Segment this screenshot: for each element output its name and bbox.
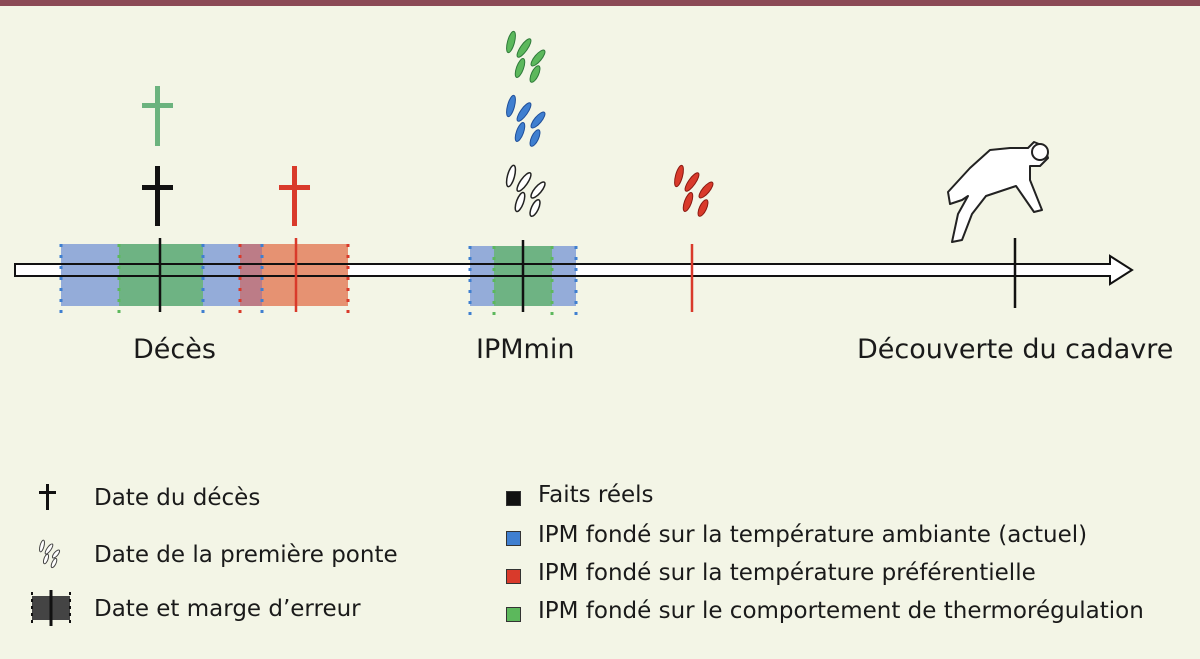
legend-ipm-preferentielle: IPM fondé sur la température préférentie… — [538, 560, 1036, 586]
black-cross-icon — [142, 166, 173, 226]
label-decouverte: Découverte du cadavre — [857, 334, 1174, 365]
body-outline-icon — [947, 141, 1049, 243]
legend-faits-reels: Faits réels — [538, 482, 654, 508]
legend-eggs-icon — [39, 539, 61, 569]
legend-swatch-red — [506, 569, 521, 584]
label-ipmmin: IPMmin — [476, 334, 575, 365]
legend-ipm-ambiante: IPM fondé sur la température ambiante (a… — [538, 522, 1088, 548]
legend-marge-erreur: Date et marge d’erreur — [94, 596, 361, 622]
label-deces: Décès — [133, 334, 216, 365]
legend-swatch-green — [506, 607, 521, 622]
legend-ipm-thermoregulation: IPM fondé sur le comportement de thermor… — [538, 598, 1144, 624]
legend-date-deces: Date du décès — [94, 485, 261, 511]
outline-eggs-icon — [505, 164, 546, 218]
red-cross-icon — [279, 166, 310, 226]
green-eggs-icon — [506, 30, 546, 83]
red-eggs-icon — [674, 164, 714, 217]
legend-cross-icon — [39, 484, 56, 510]
legend-error-bar-icon — [31, 590, 71, 626]
legend-swatch-blue — [506, 531, 521, 546]
blue-eggs-icon — [506, 94, 546, 147]
legend-premiere-ponte: Date de la première ponte — [94, 542, 398, 568]
top-rule — [0, 0, 1200, 6]
legend-swatch-black — [506, 491, 521, 506]
green-cross-icon — [142, 86, 173, 146]
